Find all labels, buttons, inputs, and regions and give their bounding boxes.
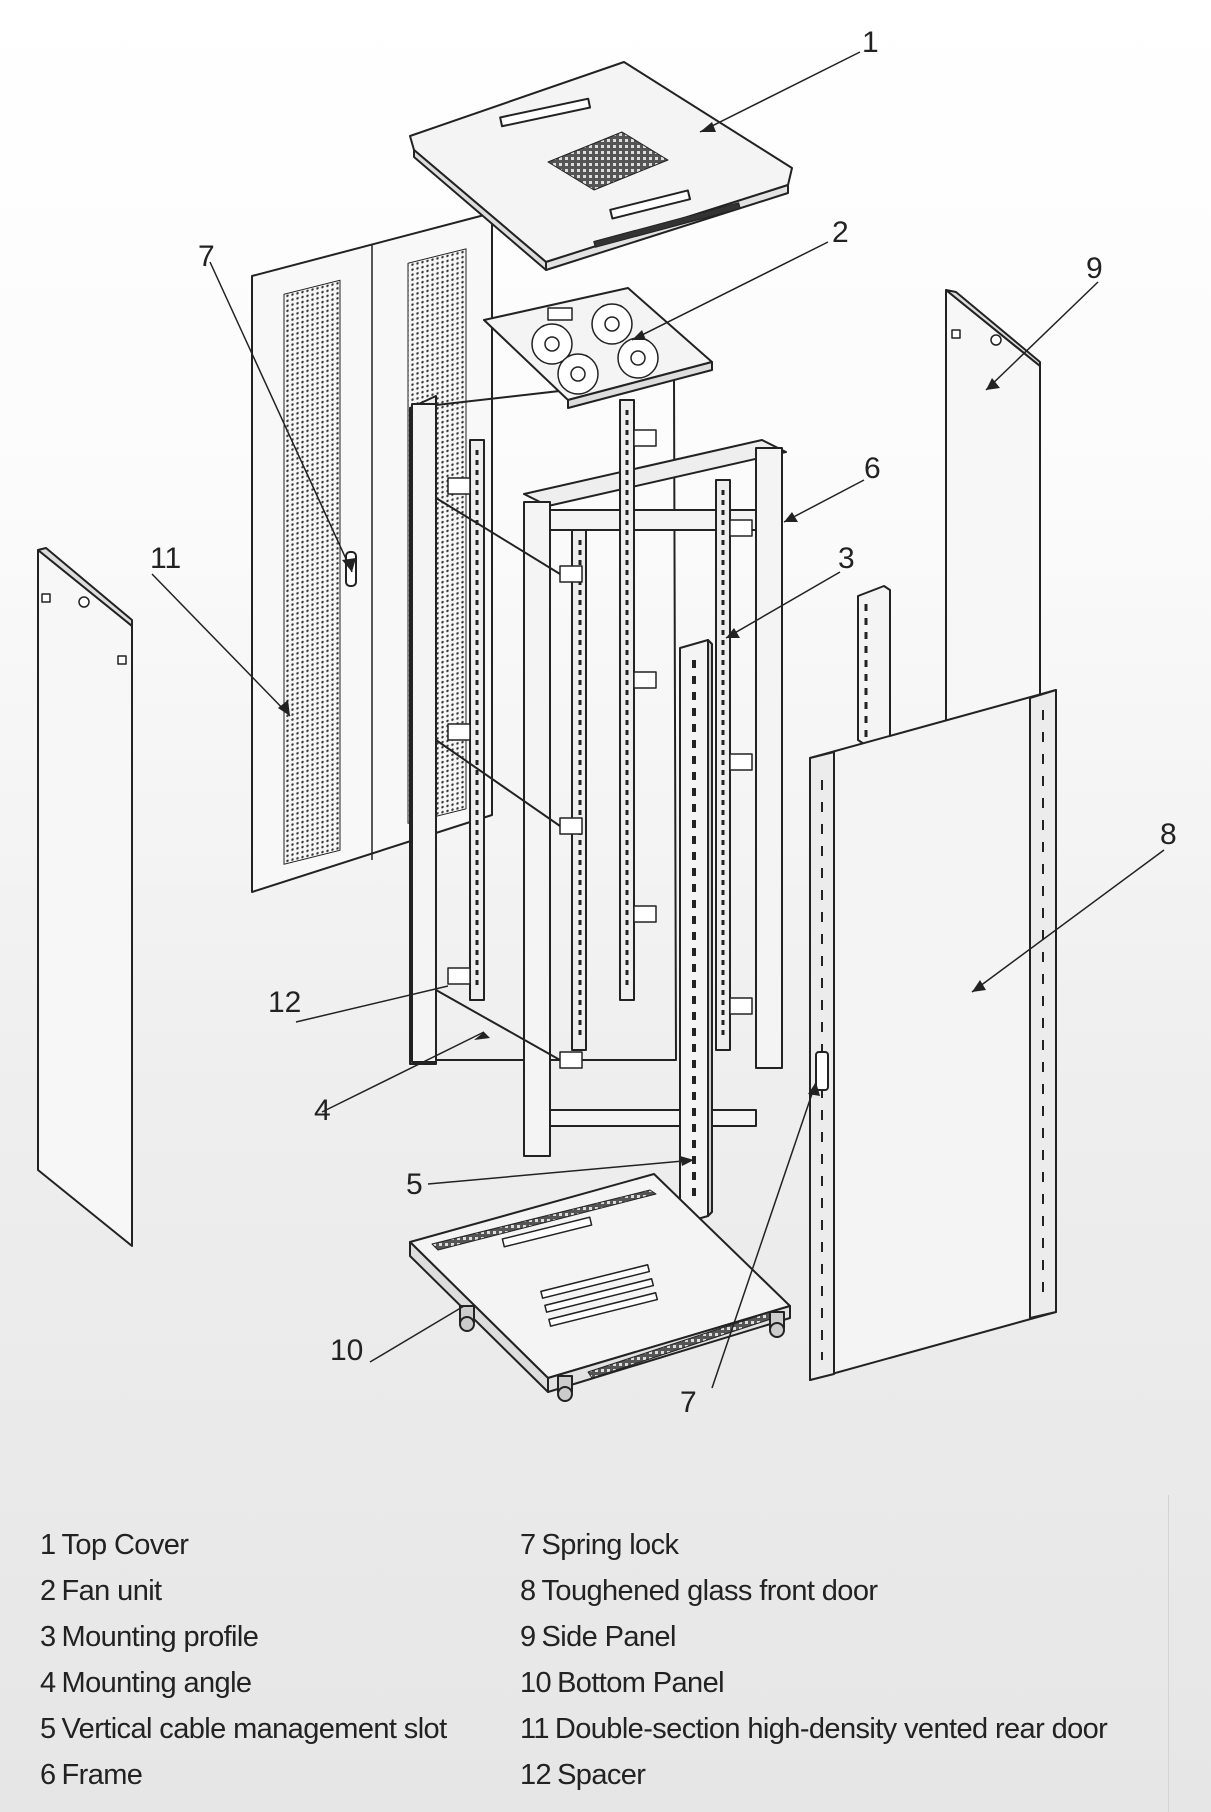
callout-3: 3 xyxy=(838,542,855,575)
callout-7-front: 7 xyxy=(680,1386,697,1419)
callout-7-rear: 7 xyxy=(198,240,215,273)
legend-label: Bottom Panel xyxy=(557,1667,725,1699)
side-panel-left xyxy=(37,547,133,1247)
callout-11: 11 xyxy=(150,542,181,575)
legend-number: 1 xyxy=(40,1529,56,1561)
front-door xyxy=(809,689,1057,1381)
callout-9: 9 xyxy=(1086,252,1103,285)
leader-lines xyxy=(151,51,1165,1389)
callout-4: 4 xyxy=(314,1094,331,1127)
legend-number: 6 xyxy=(40,1759,56,1791)
callout-6: 6 xyxy=(864,452,881,485)
legend-number: 5 xyxy=(40,1713,56,1745)
legend-label: Mounting angle xyxy=(61,1667,253,1699)
top-cover xyxy=(409,61,793,271)
legend-label: Spring lock xyxy=(541,1529,679,1561)
legend-number: 7 xyxy=(520,1529,536,1561)
legend-label: Top Cover xyxy=(61,1529,189,1561)
frame xyxy=(409,377,787,1157)
legend-number: 10 xyxy=(520,1667,552,1699)
legend-number: 12 xyxy=(520,1759,552,1791)
legend-label: Mounting profile xyxy=(61,1621,259,1653)
fan-unit xyxy=(483,287,713,409)
legend-number: 3 xyxy=(40,1621,56,1653)
legend-number: 8 xyxy=(520,1575,536,1607)
legend-label: Toughened glass front door xyxy=(541,1575,878,1607)
callout-12: 12 xyxy=(268,986,301,1019)
exploded-cabinet-diagram: 1 2 3 4 5 6 7 7 8 9 10 11 12 xyxy=(37,26,1177,1419)
legend-label: Spacer xyxy=(557,1759,646,1791)
legend-number: 4 xyxy=(40,1667,56,1699)
callout-2: 2 xyxy=(832,216,849,249)
callout-1: 1 xyxy=(862,26,879,59)
legend-label: Frame xyxy=(61,1759,143,1791)
bottom-panel xyxy=(409,1173,791,1402)
legend-label: Double-section high-density vented rear … xyxy=(554,1713,1108,1745)
legend-number: 2 xyxy=(40,1575,56,1607)
callout-10: 10 xyxy=(330,1334,363,1367)
legend-label: Side Panel xyxy=(541,1621,677,1653)
legend-label: Vertical cable management slot xyxy=(61,1713,448,1745)
legend-number: 11 xyxy=(520,1713,550,1745)
callout-numbers: 1 2 3 4 5 6 7 7 8 9 10 11 12 xyxy=(150,26,1177,1419)
legend-label: Fan unit xyxy=(61,1575,163,1607)
rear-door xyxy=(251,212,493,893)
mounting-profile xyxy=(857,585,891,745)
leader-arrowheads xyxy=(278,122,1000,1166)
callout-8: 8 xyxy=(1160,818,1177,851)
cable-management-slot xyxy=(679,639,713,1225)
legend-divider xyxy=(1168,1495,1169,1812)
callout-5: 5 xyxy=(406,1168,423,1201)
legend-number: 9 xyxy=(520,1621,536,1653)
